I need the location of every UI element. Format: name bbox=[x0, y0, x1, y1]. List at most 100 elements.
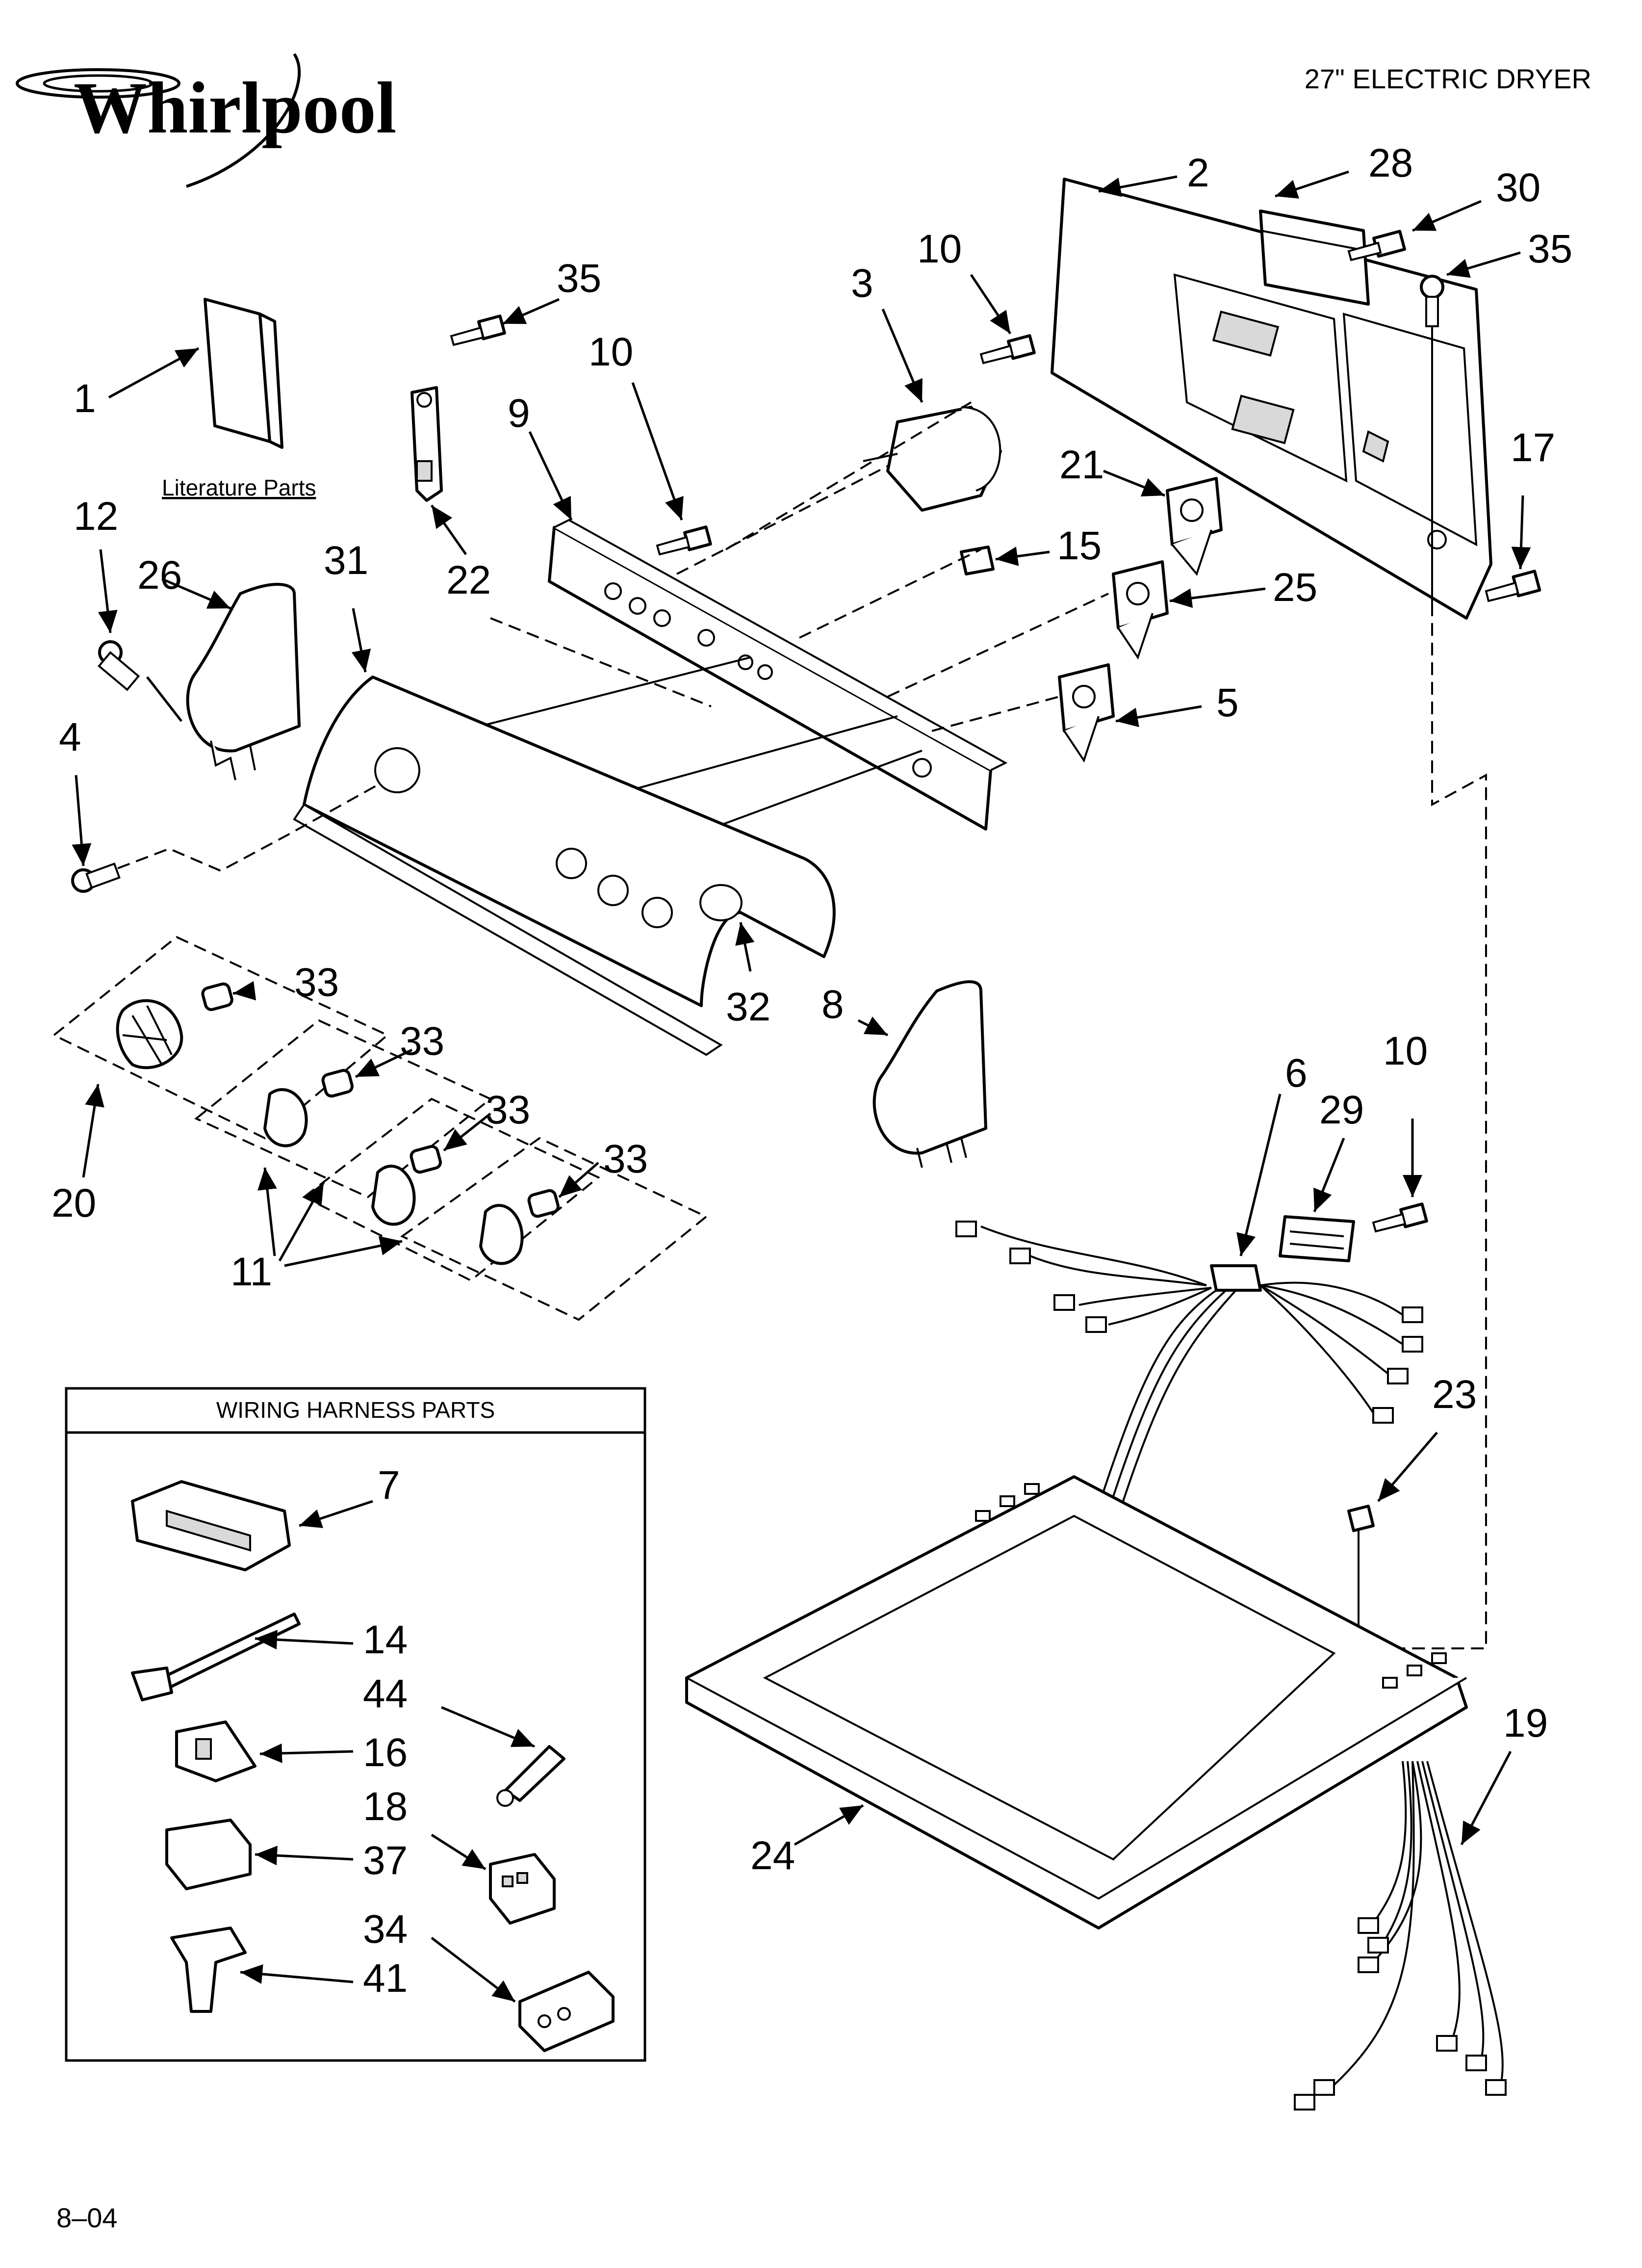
part-16-connector bbox=[175, 1721, 257, 1782]
part-12-screw bbox=[98, 640, 140, 691]
callout-32: 32 bbox=[726, 985, 770, 1029]
callout-17: 17 bbox=[1511, 425, 1555, 470]
callout-44: 44 bbox=[363, 1671, 408, 1716]
leader-line bbox=[995, 547, 1050, 566]
leader-line bbox=[1236, 1094, 1282, 1256]
leader-line bbox=[299, 1500, 373, 1528]
leader-line bbox=[794, 1804, 864, 1846]
callout-9: 9 bbox=[508, 391, 530, 436]
leader-line bbox=[1275, 170, 1349, 199]
part-14-cable-tie bbox=[131, 1613, 301, 1701]
part-10-screw-harness bbox=[1372, 1202, 1428, 1233]
part-1-literature bbox=[204, 298, 283, 449]
callout-20: 20 bbox=[51, 1181, 96, 1225]
leader-line bbox=[502, 298, 560, 325]
part-24-top-panel bbox=[685, 1475, 1468, 1929]
part-10-screw-mid bbox=[656, 525, 712, 556]
part-35-screw-left bbox=[450, 314, 506, 346]
leader-line bbox=[232, 981, 257, 1001]
callout-5: 5 bbox=[1216, 680, 1239, 725]
leader-line bbox=[528, 431, 573, 521]
leader-line bbox=[257, 1167, 277, 1256]
leader-line bbox=[82, 1084, 104, 1178]
leader-line bbox=[146, 676, 182, 722]
leader-line bbox=[631, 382, 684, 521]
leader-line bbox=[881, 309, 924, 403]
callout-15: 15 bbox=[1057, 523, 1102, 568]
knob-group-11a bbox=[194, 1019, 492, 1199]
part-44-terminal bbox=[496, 1745, 565, 1807]
knob-group-11c bbox=[400, 1137, 708, 1321]
leader-line bbox=[441, 1706, 535, 1748]
leader-line bbox=[72, 775, 92, 866]
callout-4: 4 bbox=[59, 715, 81, 759]
part-17-screw bbox=[1485, 570, 1541, 602]
leader-line bbox=[255, 1630, 354, 1650]
callout-7: 7 bbox=[378, 1463, 400, 1508]
part-8-end-cap bbox=[872, 980, 987, 1168]
leader-line bbox=[355, 1048, 413, 1078]
callout-8: 8 bbox=[821, 982, 844, 1027]
callout-29: 29 bbox=[1319, 1088, 1364, 1132]
part-26-end-cap bbox=[186, 583, 301, 781]
callout-19: 19 bbox=[1503, 1701, 1548, 1746]
callout-12: 12 bbox=[74, 494, 118, 539]
leader-line bbox=[431, 1833, 487, 1871]
part-10-screw-top bbox=[979, 334, 1036, 365]
leader-line bbox=[1098, 175, 1178, 197]
callout-22: 22 bbox=[446, 558, 491, 602]
leader-line bbox=[255, 1846, 354, 1866]
leader-line bbox=[284, 1236, 403, 1267]
leader-line bbox=[1511, 495, 1531, 570]
callout-6: 6 bbox=[1285, 1051, 1308, 1095]
callout-33b: 33 bbox=[400, 1019, 444, 1064]
part-35-screw-right bbox=[1420, 275, 1444, 327]
leader-line bbox=[108, 347, 200, 399]
leader-line bbox=[351, 608, 371, 673]
callout-31: 31 bbox=[324, 538, 368, 583]
leader-line bbox=[240, 1964, 354, 1984]
leader-line bbox=[278, 1181, 325, 1262]
part-29-connector-board bbox=[1279, 1215, 1355, 1262]
callout-21: 21 bbox=[1059, 443, 1104, 487]
leader-line bbox=[970, 274, 1012, 335]
leader-line bbox=[1103, 469, 1165, 497]
leader-line bbox=[857, 1016, 889, 1037]
callout-26: 26 bbox=[137, 553, 182, 598]
callout-35b: 35 bbox=[1528, 227, 1572, 271]
leader-line bbox=[735, 922, 755, 972]
part-9-console-bracket bbox=[548, 519, 1008, 831]
part-21-switch bbox=[1166, 477, 1223, 576]
leader-line bbox=[1115, 705, 1202, 728]
leader-line bbox=[1169, 587, 1266, 608]
part-41-push-clip bbox=[170, 1927, 247, 2013]
leader-line bbox=[558, 1162, 599, 1198]
callout-23: 23 bbox=[1432, 1372, 1477, 1417]
part-18-connector bbox=[489, 1853, 556, 1925]
callout-30: 30 bbox=[1496, 165, 1540, 210]
footer-date: 8–04 bbox=[56, 2202, 118, 2233]
part-7-terminal-block bbox=[131, 1480, 291, 1571]
leader-line bbox=[1412, 200, 1482, 232]
callout-18: 18 bbox=[363, 1784, 408, 1829]
knob-group-20 bbox=[52, 936, 389, 1140]
leader-line bbox=[161, 577, 231, 610]
callout-33c: 33 bbox=[486, 1088, 530, 1132]
part-37-connector bbox=[165, 1819, 252, 1890]
callout-35a: 35 bbox=[557, 256, 601, 301]
leader-line bbox=[1460, 1750, 1512, 1846]
part-3-timer bbox=[863, 406, 1002, 512]
leader-line bbox=[1377, 1432, 1438, 1502]
callout-24: 24 bbox=[750, 1833, 795, 1878]
part-2-rear-console-panel bbox=[1051, 178, 1492, 620]
harness-box-title: WIRING HARNESS PARTS bbox=[216, 1397, 495, 1423]
callout-25: 25 bbox=[1273, 565, 1317, 610]
knob-group-11b bbox=[302, 1097, 600, 1282]
part-25-switch bbox=[1112, 560, 1169, 660]
assembly-line bbox=[117, 784, 378, 872]
callout-41: 41 bbox=[363, 1956, 408, 2001]
callout-10b: 10 bbox=[589, 330, 633, 374]
leader-line bbox=[431, 1937, 516, 2003]
leader-line bbox=[1313, 1138, 1345, 1212]
wiring-harness-parts-box: WIRING HARNESS PARTS bbox=[65, 1387, 646, 2062]
